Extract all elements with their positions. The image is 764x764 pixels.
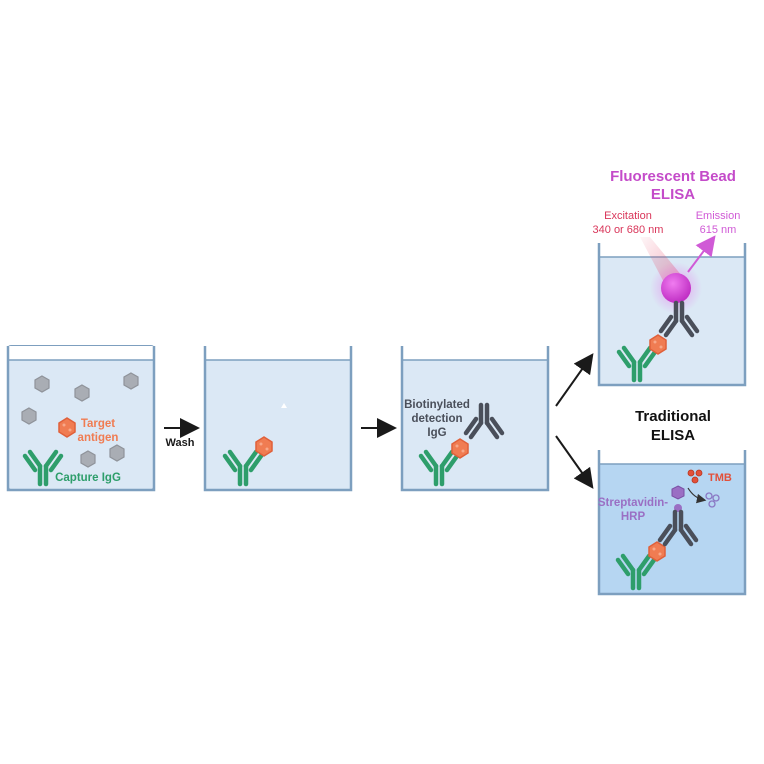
target-antigen-icon — [58, 417, 76, 438]
product-molecule-icon — [705, 492, 713, 500]
capture-igg-label: Capture IgG — [55, 472, 121, 484]
fluorescent-title: Fluorescent Bead — [610, 168, 736, 185]
tmb-label: TMB — [708, 472, 732, 484]
well-2-liquid — [205, 346, 351, 490]
well-2 — [203, 346, 353, 492]
target-antigen-icon — [649, 334, 667, 355]
target-antigen-icon — [648, 541, 666, 562]
tmb-molecule-icon — [687, 469, 695, 477]
tmb-molecule-icon — [695, 469, 703, 477]
unbound-protein-icon — [21, 407, 37, 425]
product-molecule-icon — [708, 500, 716, 508]
emission-label: Emission — [696, 210, 741, 222]
traditional-elisa: Traditional ELISA TMB Streptavidin- HRP — [597, 408, 747, 596]
wash-arrow: Wash — [164, 418, 200, 449]
product-molecule-icon — [712, 494, 720, 502]
detection-igg-label: Biotinylated — [404, 399, 470, 411]
streptavidin-hrp-icon — [671, 485, 685, 500]
reaction-arrow-icon — [687, 487, 707, 504]
target-antigen-label: Target — [81, 418, 115, 430]
traditional-title: Traditional — [635, 408, 711, 425]
unbound-protein-icon — [109, 444, 125, 462]
detection-igg-label-2: detection — [411, 413, 462, 425]
unbound-protein-icon — [123, 372, 139, 390]
unbound-protein-icon — [74, 384, 90, 402]
excitation-wavelength: 340 or 680 nm — [593, 224, 664, 236]
emission-wavelength: 615 nm — [700, 224, 737, 236]
unbound-protein-icon — [80, 450, 96, 468]
well-3: Biotinylated detection IgG — [400, 346, 550, 492]
emission-arrow-icon — [687, 235, 716, 273]
streptavidin-label: Streptavidin- — [598, 497, 668, 509]
well-5-liquid — [599, 450, 745, 594]
wash-label: Wash — [166, 437, 195, 449]
target-antigen-label-2: antigen — [78, 432, 119, 444]
fluorescent-bead-elisa: Fluorescent Bead ELISA Excitation 340 or… — [593, 168, 747, 387]
well-4-liquid — [599, 243, 745, 385]
well-1-headspace — [8, 346, 154, 360]
detection-igg-label-3: IgG — [427, 427, 446, 439]
excitation-label: Excitation — [604, 210, 652, 222]
arrow-up-right-icon — [555, 353, 594, 407]
bubble-icon — [281, 403, 287, 408]
arrow-down-right-icon — [555, 435, 594, 489]
streptavidin-label-2: HRP — [621, 511, 646, 523]
traditional-title-2: ELISA — [651, 427, 695, 444]
fluorescent-title-2: ELISA — [651, 186, 695, 203]
target-antigen-icon — [451, 438, 469, 459]
unbound-protein-icon — [34, 375, 50, 393]
well-1: Target antigen Capture IgG — [6, 345, 156, 492]
tmb-molecule-icon — [691, 476, 699, 484]
target-antigen-icon — [255, 436, 273, 457]
fluorescent-bead-icon — [661, 273, 691, 303]
